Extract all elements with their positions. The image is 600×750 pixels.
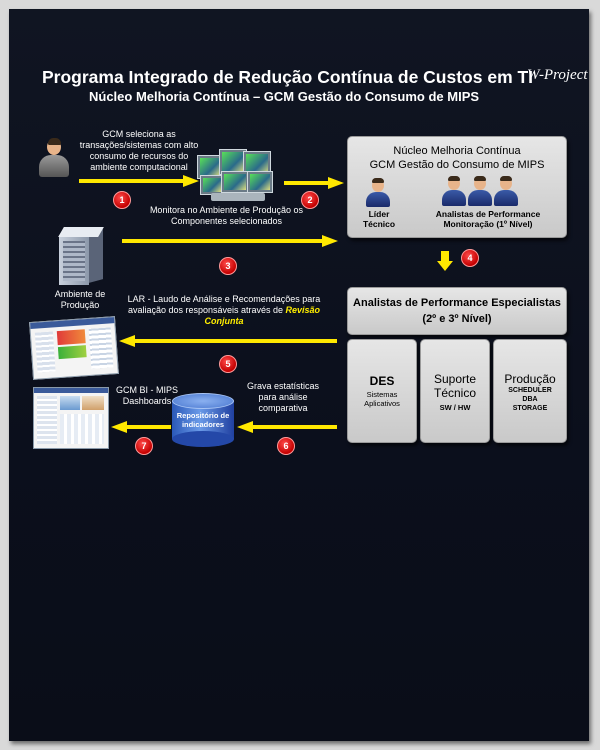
logo-text: W-Project — [527, 67, 588, 83]
user-person-icon — [39, 138, 69, 179]
step6-description: Grava estatísticas para análise comparat… — [246, 381, 320, 413]
arrow-step3-right — [122, 235, 338, 247]
producao-title: Produção — [504, 372, 556, 386]
w-project-logo: W-Project — [527, 67, 588, 87]
arrow-step4-down — [437, 251, 453, 271]
des-box: DES Sistemas Aplicativos — [347, 339, 417, 443]
step5-text: LAR - Laudo de Análise e Recomendações p… — [127, 294, 321, 315]
step7-description: GCM BI - MIPS Dashboards — [115, 385, 178, 406]
des-sub1: Sistemas — [366, 390, 398, 399]
step-badge-3: 3 — [219, 257, 237, 275]
step-badge-2: 2 — [301, 191, 319, 209]
arrow-step2-right — [284, 177, 344, 189]
especialistas-title-line1: Analistas de Performance Especialistas — [353, 297, 561, 309]
nucleo-melhoria-box: Núcleo Melhoria Contínua GCM Gestão do C… — [347, 136, 567, 238]
server-icon — [58, 227, 105, 285]
producao-sub2: DBA — [522, 396, 538, 403]
producao-sub3: STORAGE — [512, 405, 548, 412]
step2-description: Monitora no Ambiente de Produção os Comp… — [149, 205, 304, 226]
suporte-title2: Técnico — [433, 386, 477, 400]
suporte-sub: SW / HW — [439, 403, 471, 412]
dashboard-screen-icon — [33, 387, 109, 449]
arrow-step6-left — [237, 421, 337, 433]
monitoring-screens-icon — [197, 149, 277, 204]
nucleo-title-line1: Núcleo Melhoria Contínua — [393, 145, 521, 157]
especialistas-title-line2: (2º e 3º Nível) — [422, 313, 492, 325]
arrow-step7-left — [111, 421, 171, 433]
repository-database-icon: Repositório de indicadores — [172, 393, 234, 447]
page-title: Programa Integrado de Redução Contínua d… — [42, 67, 534, 87]
arrow-step5-left — [119, 335, 337, 347]
step-badge-7: 7 — [135, 437, 153, 455]
analistas-monitoracao-label: Analistas de Performance Monitoração (1º… — [435, 209, 541, 229]
suporte-tecnico-box: Suporte Técnico SW / HW — [420, 339, 490, 443]
step-badge-5: 5 — [219, 355, 237, 373]
des-sub2: Aplicativos — [364, 399, 400, 408]
step5-description: LAR - Laudo de Análise e Recomendações p… — [114, 294, 334, 327]
producao-box: Produção SCHEDULER DBA STORAGE — [493, 339, 567, 443]
report-document-icon — [29, 316, 119, 380]
step-badge-1: 1 — [113, 191, 131, 209]
repository-label: Repositório de indicadores — [176, 411, 230, 429]
suporte-title1: Suporte — [433, 372, 477, 386]
step1-description: GCM seleciona as transações/sistemas com… — [79, 129, 199, 172]
nucleo-title-line2: GCM Gestão do Consumo de MIPS — [369, 159, 545, 171]
arrow-step1 — [79, 175, 199, 187]
lider-tecnico-label: Líder Técnico — [362, 209, 396, 229]
step-badge-4: 4 — [461, 249, 479, 267]
slide-canvas: Programa Integrado de Redução Contínua d… — [9, 9, 589, 741]
page-subtitle: Núcleo Melhoria Contínua – GCM Gestão do… — [89, 89, 480, 104]
revisao-conjunta-highlight: Revisão Conjunta — [204, 305, 321, 326]
producao-sub1: SCHEDULER — [508, 387, 552, 394]
analistas-group-icon — [442, 176, 518, 209]
step-badge-6: 6 — [277, 437, 295, 455]
especialistas-box: Analistas de Performance Especialistas (… — [347, 287, 567, 335]
ambiente-producao-label: Ambiente de Produção — [54, 289, 106, 310]
lider-person-icon — [366, 178, 390, 207]
des-title: DES — [369, 374, 395, 388]
